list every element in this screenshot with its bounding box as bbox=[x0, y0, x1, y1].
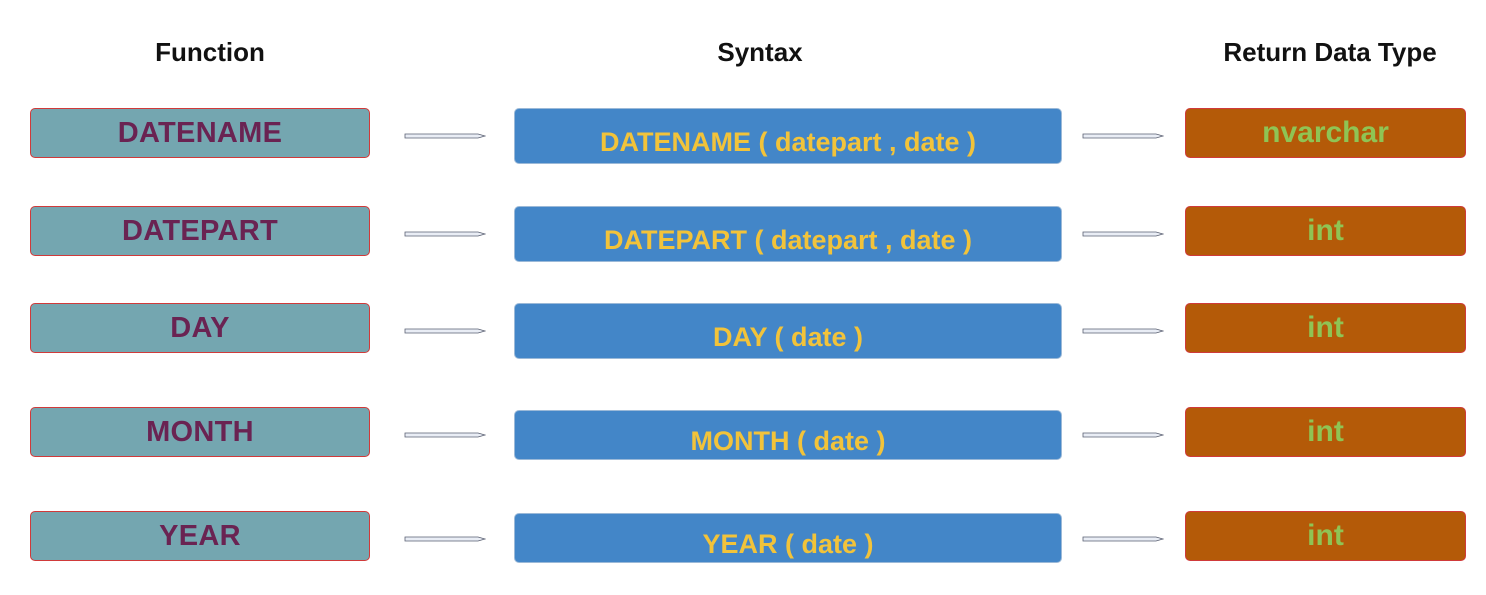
right-arrow-icon bbox=[1082, 536, 1164, 542]
header-return-type: Return Data Type bbox=[1223, 37, 1437, 67]
syntax-box: MONTH ( date ) bbox=[514, 410, 1062, 460]
diagram-row: DAY DAY ( date ) int bbox=[0, 303, 1486, 359]
function-box: MONTH bbox=[30, 407, 370, 457]
right-arrow-icon bbox=[404, 328, 486, 334]
header-syntax: Syntax bbox=[717, 37, 803, 67]
syntax-box: DAY ( date ) bbox=[514, 303, 1062, 359]
function-box: DATEPART bbox=[30, 206, 370, 256]
right-arrow-icon bbox=[1082, 133, 1164, 139]
return-type-box: int bbox=[1185, 206, 1466, 256]
return-type-box: nvarchar bbox=[1185, 108, 1466, 158]
right-arrow-icon bbox=[404, 536, 486, 542]
return-type-box: int bbox=[1185, 511, 1466, 561]
diagram-row: YEAR YEAR ( date ) int bbox=[0, 511, 1486, 565]
diagram-row: DATEPART DATEPART ( datepart , date ) in… bbox=[0, 206, 1486, 262]
right-arrow-icon bbox=[404, 133, 486, 139]
right-arrow-icon bbox=[404, 231, 486, 237]
right-arrow-icon bbox=[1082, 328, 1164, 334]
header-function: Function bbox=[155, 37, 265, 67]
right-arrow-icon bbox=[1082, 432, 1164, 438]
function-box: YEAR bbox=[30, 511, 370, 561]
function-box: DATENAME bbox=[30, 108, 370, 158]
syntax-box: DATEPART ( datepart , date ) bbox=[514, 206, 1062, 262]
return-type-box: int bbox=[1185, 303, 1466, 353]
function-box: DAY bbox=[30, 303, 370, 353]
right-arrow-icon bbox=[404, 432, 486, 438]
right-arrow-icon bbox=[1082, 231, 1164, 237]
diagram-row: DATENAME DATENAME ( datepart , date ) nv… bbox=[0, 108, 1486, 164]
diagram-row: MONTH MONTH ( date ) int bbox=[0, 407, 1486, 461]
syntax-box: DATENAME ( datepart , date ) bbox=[514, 108, 1062, 164]
syntax-box: YEAR ( date ) bbox=[514, 513, 1062, 563]
return-type-box: int bbox=[1185, 407, 1466, 457]
